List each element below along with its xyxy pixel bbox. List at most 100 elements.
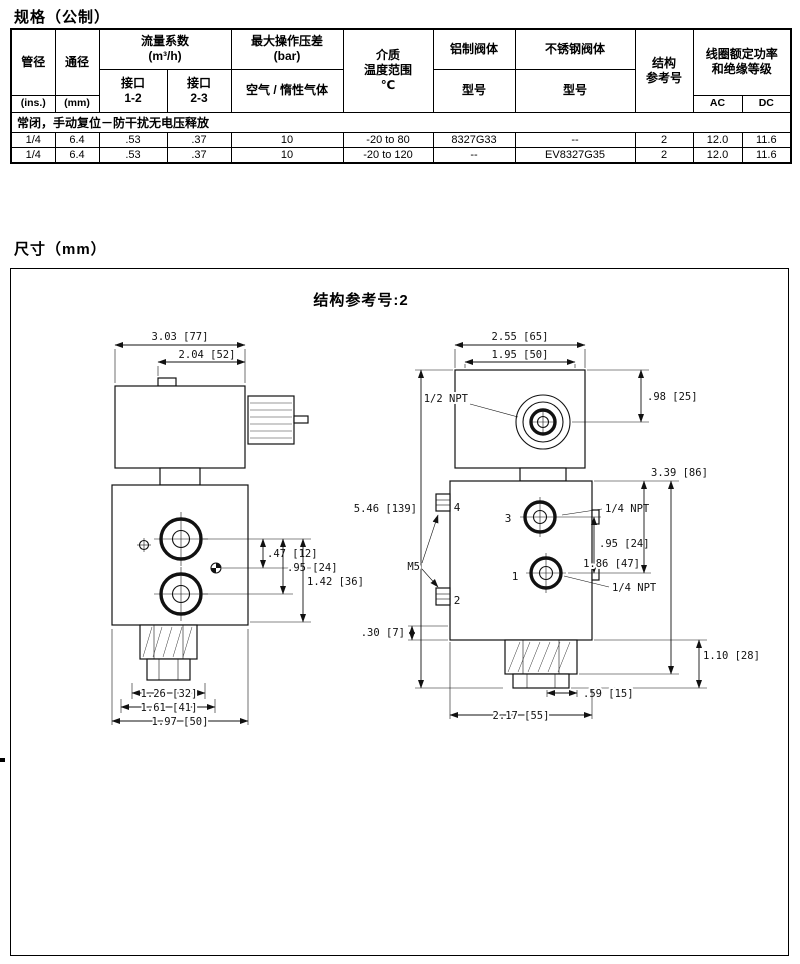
port-circle-bottom [154, 567, 208, 621]
cell-orifice: 6.4 [54, 146, 100, 163]
cell-flow-12: .53 [98, 131, 168, 148]
cell-stainless-model: -- [514, 131, 636, 148]
connector-pin [293, 415, 309, 424]
table-section-row: 常闭，手动复位－防干扰无电压释放 [10, 111, 792, 133]
dim-label: .95 [24] [287, 562, 338, 574]
cell-flow-12: .53 [98, 146, 168, 163]
dim-label: 1.26 [32] [141, 688, 198, 700]
coil-nut-side [519, 467, 567, 482]
cell-construction-ref: 2 [634, 146, 694, 163]
dim-label: 1.95 [50] [492, 349, 549, 361]
dim-label: 1.97 [50] [152, 716, 209, 728]
spec-section-title: 规格（公制） [14, 9, 111, 26]
section-row-label: 常闭，手动复位－防干扰无电压释放 [10, 111, 792, 133]
dim-label: 2.17 [55] [493, 710, 550, 722]
cell-dc: 11.6 [741, 131, 792, 148]
dim-label: M5 [407, 561, 420, 573]
spec-table: 管径 通径 流量系数 (m³/h) 最大操作压差 (bar) 介质 温度范围 ℃… [10, 28, 793, 164]
dim-label: 5.46 [139] [354, 503, 417, 515]
col-header-stainless-model: 型号 [514, 68, 636, 113]
dimension-drawing: 3.03 [77] 2.04 [52] .47 [12] .95 [24] 1.… [111, 329, 762, 730]
col-header-air-inert-gas: 空气 / 惰性气体 [230, 68, 344, 113]
col-header-aluminum-model: 型号 [432, 68, 516, 113]
cell-aluminum-model: -- [432, 146, 516, 163]
cell-ac: 12.0 [692, 131, 743, 148]
col-header-media-temp: 介质 温度范围 ℃ [342, 28, 434, 113]
dimensions-section-title: 尺寸（mm） [14, 241, 107, 258]
col-header-pipe-size: 管径 [10, 28, 56, 96]
cell-flow-23: .37 [166, 146, 232, 163]
port-label-4: 4 [454, 501, 461, 514]
valve-body-front [111, 484, 249, 626]
cell-aluminum-model: 8327G33 [432, 131, 516, 148]
valve-body-side [449, 480, 593, 641]
cell-flow-23: .37 [166, 131, 232, 148]
electrical-connector [247, 395, 309, 445]
side-fitting-4 [435, 493, 451, 512]
mounting-hole [137, 538, 151, 552]
dim-label: 1/4 NPT [612, 582, 657, 594]
side-view: 3 4 1 2 2.55 [65] 1.95 [50] 1/2 NPT .98 … [352, 329, 762, 724]
front-view: 3.03 [77] 2.04 [52] .47 [12] .95 [24] 1.… [111, 329, 366, 730]
table-row: 1/4 6.4 .53 .37 10 -20 to 120 -- EV8327G… [10, 146, 792, 163]
dim-label: .30 [7] [361, 627, 405, 639]
datum-target [210, 562, 222, 574]
cell-stainless-model: EV8327G35 [514, 146, 636, 163]
cell-pipe-size: 1/4 [10, 146, 56, 163]
dim-label: .59 [15] [583, 688, 634, 700]
dim-label: 3.39 [86] [651, 467, 708, 479]
col-header-stainless-body: 不锈钢阀体 [514, 28, 636, 70]
coil-top-detail [157, 377, 177, 387]
construction-ref-title: 结构参考号:2 [313, 292, 409, 309]
bottom-fitting-side [504, 639, 578, 689]
page-edge-mark [0, 758, 5, 762]
dim-label: .95 [24] [599, 538, 650, 550]
dim-label: 1.61 [41] [141, 702, 198, 714]
side-fitting-2 [435, 587, 451, 606]
col-header-orifice: 通径 [54, 28, 100, 96]
dim-label: .47 [12] [267, 548, 318, 560]
coil-front [114, 385, 246, 469]
port-label-1: 1 [512, 570, 519, 583]
dim-label: 1/4 NPT [605, 503, 650, 515]
col-unit-mm: (mm) [54, 94, 100, 113]
col-header-max-pressure: 最大操作压差 (bar) [230, 28, 344, 70]
side-port-3 [520, 497, 560, 537]
table-row: 1/4 6.4 .53 .37 10 -20 to 80 8327G33 -- … [10, 131, 792, 148]
cell-dc: 11.6 [741, 146, 792, 163]
cell-construction-ref: 2 [634, 131, 694, 148]
front-view-dimensions: 3.03 [77] 2.04 [52] .47 [12] .95 [24] 1.… [111, 329, 366, 730]
coil-nut [159, 467, 201, 486]
col-header-construction-ref: 结构 参考号 [634, 28, 694, 113]
col-header-dc: DC [741, 94, 792, 113]
cell-ac: 12.0 [692, 146, 743, 163]
cell-temp-range: -20 to 80 [342, 131, 434, 148]
bottom-fitting-front [139, 624, 198, 681]
cell-pipe-size: 1/4 [10, 131, 56, 148]
cell-pressure: 10 [230, 146, 344, 163]
cell-temp-range: -20 to 120 [342, 146, 434, 163]
cell-pressure: 10 [230, 131, 344, 148]
side-port-1 [526, 553, 566, 593]
dim-label: 1.42 [36] [307, 576, 364, 588]
dim-label: 1.86 [47] [583, 558, 640, 570]
col-header-port-2-3: 接口 2-3 [166, 68, 232, 113]
port-label-3: 3 [505, 512, 512, 525]
col-header-coil-power: 线圈额定功率 和绝缘等级 [692, 28, 792, 96]
col-unit-ins: (ins.) [10, 94, 56, 113]
dim-label: 1/2 NPT [424, 393, 469, 405]
dim-label: 3.03 [77] [152, 331, 209, 343]
dim-label: .98 [25] [647, 391, 698, 403]
dim-label: 2.55 [65] [492, 331, 549, 343]
col-header-aluminum-body: 铝制阀体 [432, 28, 516, 70]
port-circle-top [154, 512, 208, 566]
dimension-drawing-frame: 结构参考号:2 [10, 268, 789, 956]
port-label-2: 2 [454, 594, 461, 607]
dim-label: 1.10 [28] [703, 650, 760, 662]
coil-side [454, 369, 586, 469]
col-header-ac: AC [692, 94, 743, 113]
side-view-dimensions: 2.55 [65] 1.95 [50] 1/2 NPT .98 [25] 5.4… [352, 329, 762, 724]
col-header-port-1-2: 接口 1-2 [98, 68, 168, 113]
col-header-flow-coefficient: 流量系数 (m³/h) [98, 28, 232, 70]
dim-label: 2.04 [52] [179, 349, 236, 361]
